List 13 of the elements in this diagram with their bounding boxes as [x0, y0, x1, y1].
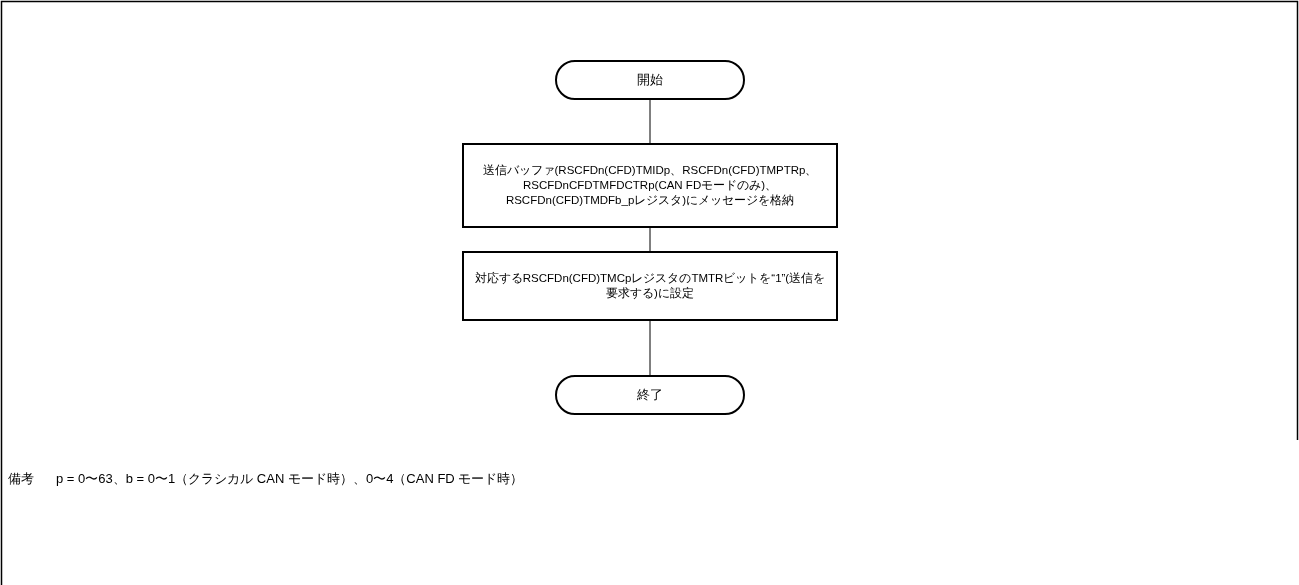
connector-line [649, 320, 651, 376]
terminal-shape [555, 60, 745, 100]
note-text: 備考 [8, 470, 34, 488]
terminal-shape [555, 375, 745, 415]
note-text: p = 0〜63、b = 0〜1（クラシカル CAN モード時）、0〜4（CAN FD モード時） [56, 470, 524, 488]
process-box [462, 251, 838, 321]
process-box [462, 143, 838, 228]
node-text: 終了 [637, 386, 663, 404]
connector-line [649, 227, 651, 252]
connector-line [649, 99, 651, 144]
node-text: 対応するRSCFDn(CFD)TMCpレジスタのTMTRビットを“1”(送信を要求する)に設定 [473, 271, 827, 301]
node-text: 送信バッファ(RSCFDn(CFD)TMIDp、RSCFDn(CFD)TMPTRp、RSCFDnCFDTMFDCTRp(CAN FDモードのみ)、RSCFDn(CFD)TMDFb_pレジスタ)にメッセージを格納 [481, 163, 819, 208]
node-text: 開始 [637, 71, 663, 89]
